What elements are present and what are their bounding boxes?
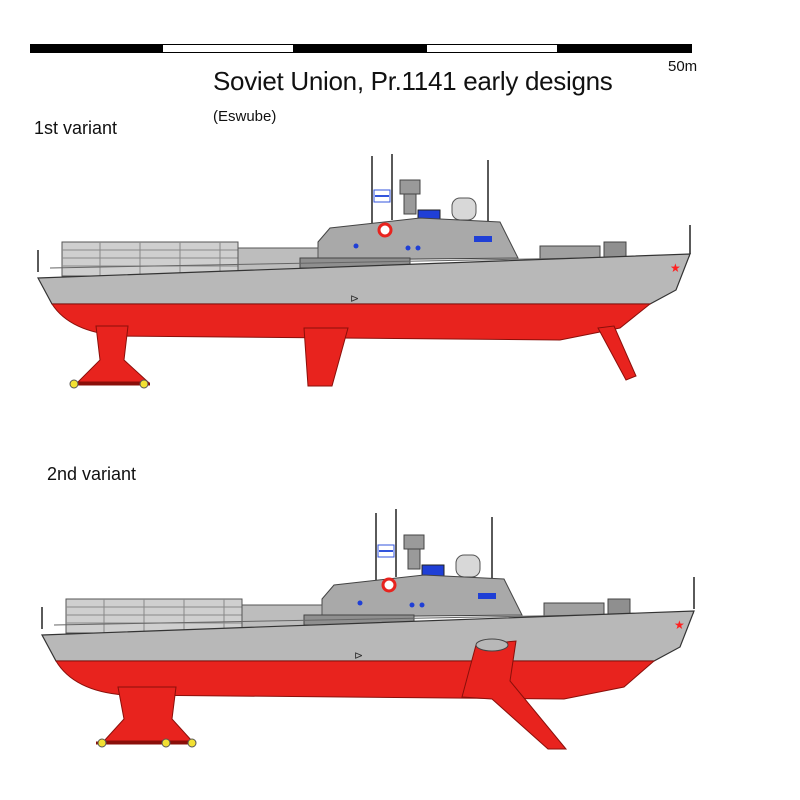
scale-segment [294, 44, 426, 53]
launcher-block [61, 241, 239, 277]
scale-segment [162, 44, 294, 53]
svg-text:⊳: ⊳ [354, 649, 363, 662]
scale-segment [426, 44, 558, 53]
hull-lower [51, 303, 652, 341]
ship-drawing-variant-2: ★ ⊳ [41, 509, 695, 750]
author-credit: (Eswube) [213, 108, 277, 125]
flag-icon [377, 544, 395, 558]
ship-drawing-variant-1: ★ ⊳ [37, 154, 691, 389]
scale-segment [558, 44, 692, 53]
variant-1-label: 1st variant [34, 118, 118, 138]
star-icon: ★ [674, 618, 685, 632]
life-ring-icon [381, 577, 397, 593]
radar-icon [399, 179, 477, 223]
star-icon: ★ [670, 261, 681, 275]
mid-foil [303, 327, 349, 387]
radar-icon [403, 534, 481, 578]
scale-bar [30, 44, 692, 53]
hull-upper [41, 610, 695, 662]
page-title: Soviet Union, Pr.1141 early designs [213, 66, 613, 96]
bow-foil-assembly [461, 640, 568, 750]
bow-foil [597, 325, 637, 381]
masts [37, 154, 691, 272]
scale-label: 50m [668, 58, 698, 75]
launcher-block [65, 598, 243, 634]
variant-2-label: 2nd variant [47, 464, 137, 484]
svg-text:⊳: ⊳ [350, 292, 359, 305]
life-ring-icon [377, 222, 393, 238]
hull-upper [37, 253, 691, 305]
flag-icon [373, 189, 391, 203]
scale-segment [30, 44, 162, 53]
